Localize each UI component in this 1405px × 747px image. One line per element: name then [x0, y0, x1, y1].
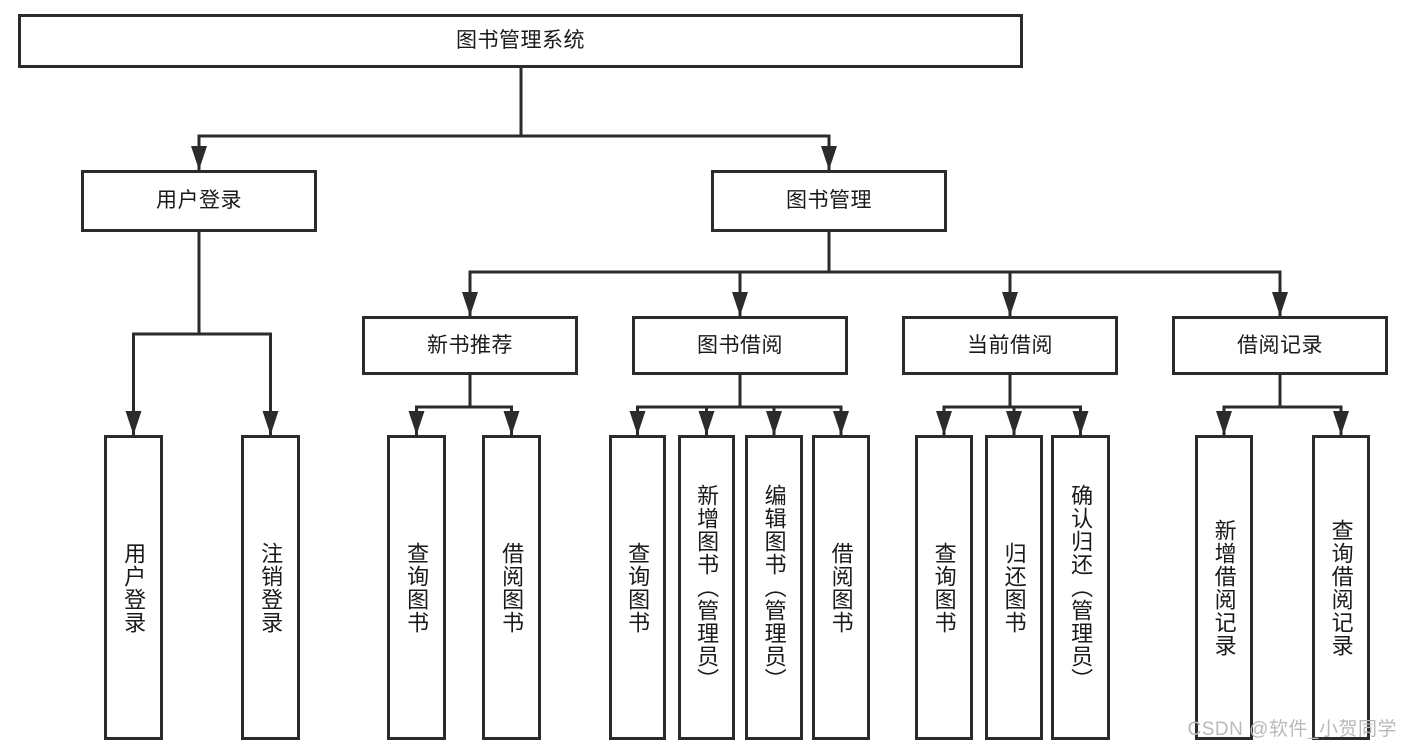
node-leaf-add-record-label: 新增借阅记录 — [1211, 518, 1237, 657]
node-leaf-logout[interactable]: 注销登录 — [241, 435, 300, 740]
node-root-label: 图书管理系统 — [456, 29, 585, 53]
node-leaf-query-book-2-label: 查询图书 — [625, 541, 651, 634]
node-leaf-borrow-book-2[interactable]: 借阅图书 — [812, 435, 870, 740]
node-leaf-return-book[interactable]: 归还图书 — [985, 435, 1043, 740]
node-leaf-edit-book-label: 编辑图书（管理员） — [761, 484, 787, 691]
node-book-borrow[interactable]: 图书借阅 — [632, 316, 848, 375]
node-leaf-user-login[interactable]: 用户登录 — [104, 435, 163, 740]
node-leaf-query-book-3[interactable]: 查询图书 — [915, 435, 973, 740]
node-book-management[interactable]: 图书管理 — [711, 170, 947, 232]
node-borrow-record[interactable]: 借阅记录 — [1172, 316, 1388, 375]
node-leaf-query-book-3-label: 查询图书 — [931, 541, 957, 634]
node-root[interactable]: 图书管理系统 — [18, 14, 1023, 68]
node-leaf-logout-label: 注销登录 — [258, 541, 284, 634]
node-leaf-query-record[interactable]: 查询借阅记录 — [1312, 435, 1370, 740]
node-book-borrow-label: 图书借阅 — [697, 333, 783, 357]
watermark: CSDN @软件_小贺同学 — [1187, 719, 1397, 740]
node-borrow-record-label: 借阅记录 — [1237, 333, 1323, 357]
node-leaf-add-book-label: 新增图书（管理员） — [694, 484, 720, 691]
node-user-login[interactable]: 用户登录 — [81, 170, 317, 232]
node-leaf-borrow-book-1-label: 借阅图书 — [499, 541, 525, 634]
node-leaf-query-record-label: 查询借阅记录 — [1328, 518, 1354, 657]
node-leaf-confirm-return-label: 确认归还（管理员） — [1068, 484, 1094, 691]
node-current-borrow-label: 当前借阅 — [967, 333, 1053, 357]
node-leaf-query-book-2[interactable]: 查询图书 — [609, 435, 666, 740]
node-leaf-query-book-1-label: 查询图书 — [404, 541, 430, 634]
node-leaf-query-book-1[interactable]: 查询图书 — [387, 435, 446, 740]
node-leaf-borrow-book-2-label: 借阅图书 — [828, 541, 854, 634]
node-leaf-borrow-book-1[interactable]: 借阅图书 — [482, 435, 541, 740]
node-leaf-return-book-label: 归还图书 — [1001, 541, 1027, 634]
node-new-book-recommend[interactable]: 新书推荐 — [362, 316, 578, 375]
node-leaf-user-login-label: 用户登录 — [121, 541, 147, 634]
node-book-management-label: 图书管理 — [786, 189, 872, 213]
node-current-borrow[interactable]: 当前借阅 — [902, 316, 1118, 375]
node-leaf-edit-book[interactable]: 编辑图书（管理员） — [745, 435, 803, 740]
node-new-book-recommend-label: 新书推荐 — [427, 333, 513, 357]
node-leaf-add-record[interactable]: 新增借阅记录 — [1195, 435, 1253, 740]
node-leaf-add-book[interactable]: 新增图书（管理员） — [678, 435, 735, 740]
node-leaf-confirm-return[interactable]: 确认归还（管理员） — [1051, 435, 1110, 740]
node-user-login-label: 用户登录 — [156, 189, 242, 213]
